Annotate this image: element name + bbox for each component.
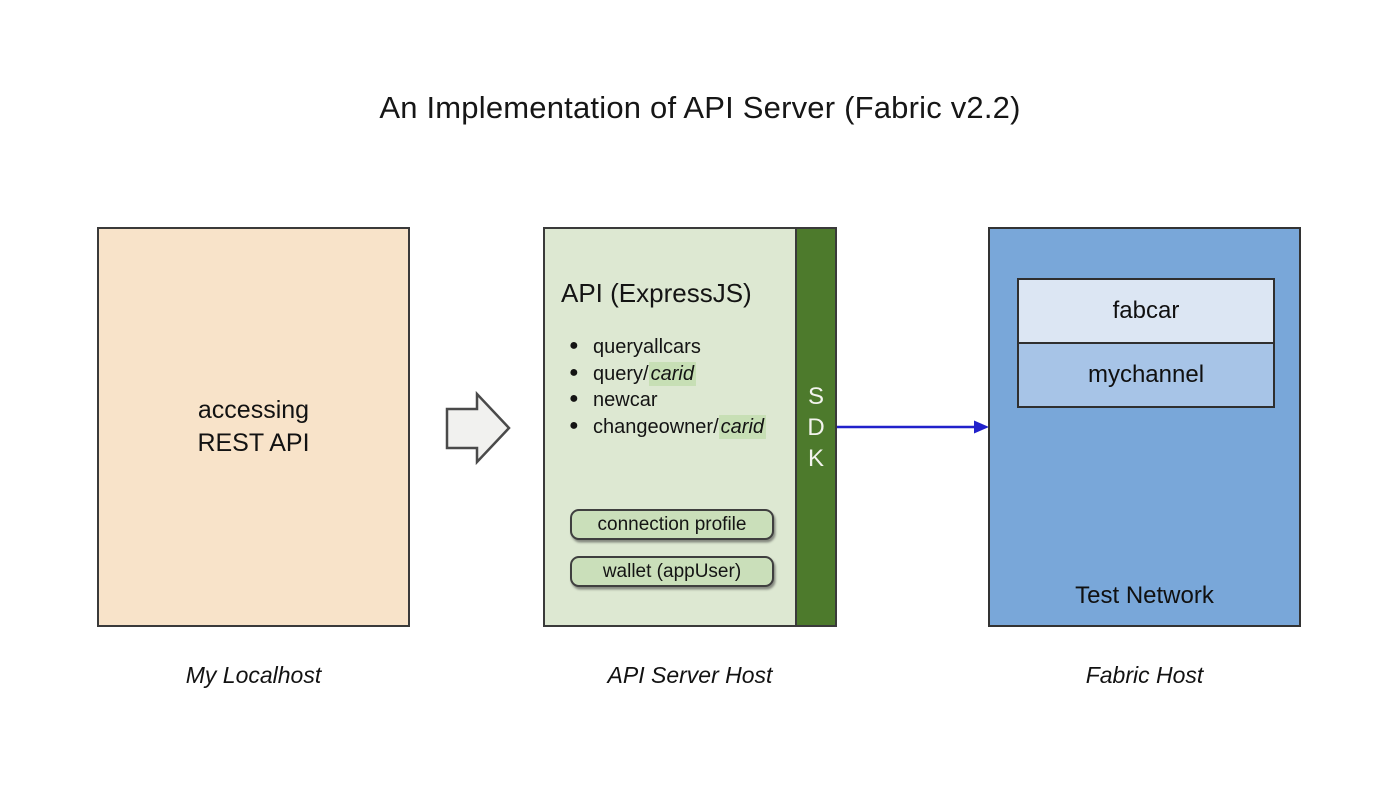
test-network-label: Test Network (1075, 582, 1214, 609)
bullet-icon: ● (569, 416, 579, 434)
endpoint-query-carid: ● query/carid (569, 361, 766, 388)
sdk-letter-s: S (807, 382, 824, 410)
fabric-network-box: fabcar mychannel Test Network (988, 227, 1301, 627)
localhost-box: accessing REST API (97, 227, 410, 627)
bullet-icon: ● (569, 363, 579, 381)
endpoint-text: newcar (593, 389, 658, 411)
bullet-icon: ● (569, 390, 579, 407)
block-arrow-icon (445, 390, 511, 466)
bullet-icon: ● (569, 337, 579, 354)
localhost-text-line2: REST API (197, 429, 310, 457)
channel-stack: fabcar mychannel (1017, 278, 1275, 408)
wallet-chip: wallet (appUser) (570, 556, 774, 587)
endpoint-newcar: ● newcar (569, 387, 766, 414)
connection-profile-chip: connection profile (570, 509, 774, 540)
fabric-host-label: Fabric Host (1085, 662, 1204, 688)
sdk-to-fabric-arrow-icon (837, 420, 989, 434)
endpoint-text: query/ (593, 362, 649, 385)
localhost-box-text: accessing REST API (197, 394, 309, 460)
endpoint-param: carid (648, 361, 696, 386)
endpoint-text: queryallcars (593, 336, 701, 358)
api-server-box: API (ExpressJS) ● queryallcars ● query/c… (543, 227, 837, 627)
endpoint-text: changeowner/ (593, 415, 719, 438)
endpoint-param: carid (718, 414, 767, 439)
api-heading: API (ExpressJS) (561, 278, 752, 308)
sdk-letter-k: K (807, 444, 824, 472)
localhost-text-line1: accessing (197, 396, 310, 424)
api-server-host-label: API Server Host (607, 662, 773, 688)
sdk-letter-d: D (807, 413, 825, 441)
endpoint-list: ● queryallcars ● query/carid ● newcar ● … (569, 334, 767, 441)
endpoint-changeowner-carid: ● changeowner/carid (569, 414, 767, 441)
fabcar-box: fabcar (1017, 278, 1275, 344)
diagram-title: An Implementation of API Server (Fabric … (379, 90, 1021, 125)
mychannel-box: mychannel (1017, 342, 1275, 408)
sdk-bar: S D K (795, 227, 837, 627)
endpoint-queryallcars: ● queryallcars (569, 334, 766, 361)
my-localhost-label: My Localhost (185, 662, 322, 688)
